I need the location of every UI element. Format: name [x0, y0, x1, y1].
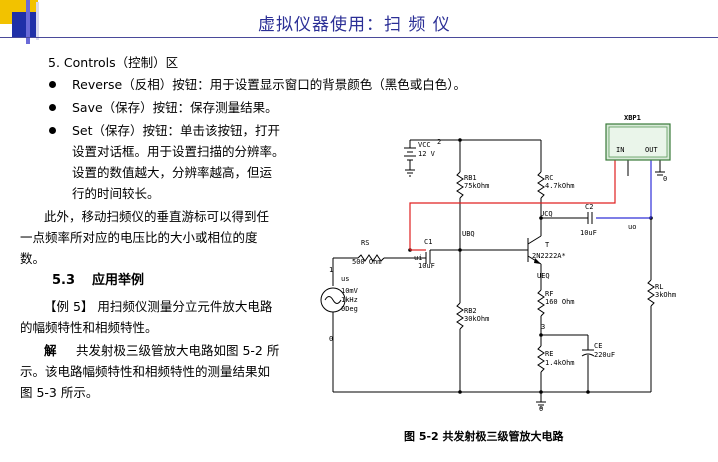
re-label: RE [545, 350, 553, 358]
xbp1-label: XBP1 [624, 114, 641, 122]
logo-block-blue [12, 12, 36, 38]
us-phase: 0Deg [341, 305, 358, 313]
solution-line2: 示。该电路幅频特性和相频特性的测量结果如 [20, 364, 271, 379]
ubq-label: UBQ [462, 230, 475, 238]
c1-value: 10uF [418, 262, 435, 270]
node-3-label: 3 [541, 323, 545, 331]
figure-caption: 图 5-2 共发射极三级管放大电路 [404, 430, 564, 443]
rl-label: RL [655, 283, 663, 291]
transistor-value: 2N2222A* [532, 252, 566, 260]
us-amplitude: 10mV [341, 287, 359, 295]
rc-label: RC [545, 174, 553, 182]
item-controls: 5. Controls（控制）区 [48, 55, 179, 70]
section-title: 应用举例 [92, 273, 145, 288]
header-divider [0, 37, 718, 38]
xbp1-out-label: OUT [645, 146, 658, 154]
bullet-set-line4: 行的时间较长。 [72, 186, 160, 201]
node-0-instrument-label: 0 [663, 175, 667, 183]
para-cursor-line1: 此外，移动扫频仪的垂直游标可以得到任 [44, 209, 270, 224]
solution-label: 解 [44, 343, 57, 358]
rf-value: 160 Ohm [545, 298, 575, 306]
page-title: 虚拟仪器使用：扫 频 仪 [258, 15, 451, 35]
bullet-set: Set（保存）按钮：单击该按钮，打开 [72, 123, 281, 138]
rl-value: 3kOhm [655, 291, 676, 299]
bullet-set-line3: 设置的数值越大，分辨率越高，但运 [72, 165, 273, 180]
c1-label: C1 [424, 238, 432, 246]
bullet-reverse: Reverse（反相）按钮：用于设置显示窗口的背景颜色（黑色或白色）。 [72, 77, 466, 92]
ui-label: ui [414, 254, 422, 262]
section-number: 5.3 [52, 273, 76, 288]
c2-label: C2 [585, 203, 593, 211]
bullet-dot [49, 127, 56, 134]
bullet-dot [49, 104, 56, 111]
c2-value: 10uF [580, 229, 597, 237]
node-0-left-label: 0 [329, 335, 333, 343]
example-line1: 【例 5】 用扫频仪测量分立元件放大电路 [44, 299, 273, 314]
para-cursor-line2: 一点频率所对应的电压比的大小或相位的度 [20, 230, 258, 245]
transistor-label: T [545, 241, 550, 249]
rb1-label: RB1 [464, 174, 477, 182]
bullet-save: Save（保存）按钮：保存测量结果。 [72, 100, 278, 115]
node-1-label: 1 [329, 266, 333, 274]
re-value: 1.4kOhm [545, 359, 575, 367]
node-0-bottom-label: 0 [539, 405, 543, 413]
rf-label: RF [545, 290, 553, 298]
ce-label: CE [594, 342, 602, 350]
ueq-label: UEQ [537, 272, 550, 280]
example-line2: 的幅频特性和相频特性。 [20, 320, 158, 335]
rs-label: RS [361, 239, 369, 247]
rb2-value: 30kOhm [464, 315, 489, 323]
xbp1-in-label: IN [616, 146, 624, 154]
bullet-set-line2: 设置对话框。用于设置扫描的分辨率。 [72, 144, 285, 159]
vcc-value: 12 V [418, 150, 436, 158]
rs-value: 500 Ohm [352, 258, 382, 266]
logo-stripe-light [36, 2, 39, 40]
rb2-label: RB2 [464, 307, 477, 315]
para-cursor-line3: 数。 [20, 251, 46, 266]
rb1-value: 75kOhm [464, 182, 489, 190]
ucq-label: UCQ [540, 210, 553, 218]
bullet-dot [49, 81, 56, 88]
uo-label: uo [628, 223, 636, 231]
solution-line1: 共发射极三级管放大电路如图 5-2 所 [76, 343, 280, 358]
us-label: us [341, 275, 349, 283]
us-frequency: 1kHz [341, 296, 358, 304]
logo-stripe [26, 0, 30, 44]
rc-value: 4.7kOhm [545, 182, 575, 190]
ce-value: 220uF [594, 351, 615, 359]
vcc-pin: 2 [437, 138, 441, 146]
solution-line3: 图 5-3 所示。 [20, 385, 99, 400]
vcc-label: VCC [418, 141, 431, 149]
